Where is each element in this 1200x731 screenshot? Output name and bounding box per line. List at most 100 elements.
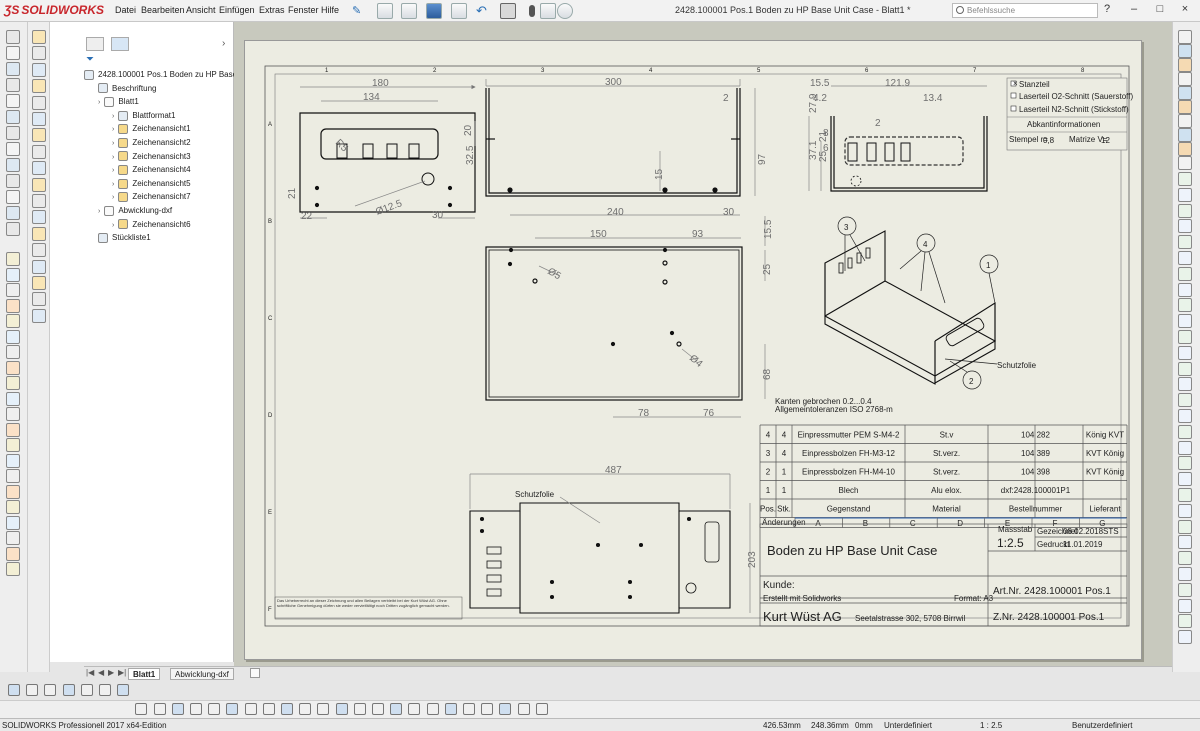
- dim-203[interactable]: 203: [747, 551, 758, 568]
- sketch-tool-7-icon[interactable]: [6, 126, 20, 140]
- view-tool-7-icon[interactable]: [117, 684, 130, 696]
- right-sketch-tool-16-icon[interactable]: [1178, 409, 1192, 423]
- expand-chevron-icon[interactable]: ›: [112, 140, 115, 147]
- view-tool-2-icon[interactable]: [32, 46, 46, 61]
- dim-21b[interactable]: 21: [818, 130, 829, 142]
- right-sketch-tool-15-icon[interactable]: [1178, 393, 1192, 408]
- tab-nav-next-icon[interactable]: ▶: [108, 668, 115, 677]
- view-tool-19-icon[interactable]: [335, 703, 348, 715]
- view-tool-21-icon[interactable]: [372, 703, 384, 715]
- annotation-tool-20-icon[interactable]: [6, 546, 20, 561]
- right-sketch-tool-24-icon[interactable]: [1178, 535, 1192, 550]
- view-tool-10-icon[interactable]: [171, 703, 184, 715]
- view-tool-16-icon[interactable]: [32, 276, 46, 290]
- right-sketch-tool-14-icon[interactable]: [1178, 377, 1192, 392]
- pin-icon[interactable]: ✎: [352, 5, 362, 17]
- tree-item[interactable]: ›Zeichenansicht6: [112, 219, 191, 231]
- view-tool-16-icon[interactable]: [281, 703, 293, 715]
- tree-item[interactable]: ›Blattformat1: [112, 110, 175, 122]
- sketch-tool-1-icon[interactable]: [6, 30, 20, 44]
- dim-dia-12-5[interactable]: Ø12.5: [374, 198, 404, 218]
- view-tool-11-icon[interactable]: [190, 703, 202, 715]
- tree-item[interactable]: ›Zeichenansicht1: [112, 123, 191, 135]
- dim-300[interactable]: 300: [605, 77, 622, 88]
- balloon-1[interactable]: 1: [986, 261, 991, 270]
- dim-30b[interactable]: 30: [723, 207, 735, 218]
- command-search-input[interactable]: Befehlssuche: [952, 3, 1098, 18]
- right-sketch-tool-19-icon[interactable]: [1178, 456, 1192, 471]
- expand-chevron-icon[interactable]: ›: [112, 153, 115, 161]
- dim-25b[interactable]: 25: [762, 263, 773, 275]
- right-sketch-tool-20-icon[interactable]: [1178, 472, 1192, 487]
- taskpane-tool-8-icon[interactable]: [1178, 128, 1192, 142]
- sketch-tool-10-icon[interactable]: [6, 174, 20, 188]
- maximize-button[interactable]: □: [1156, 3, 1164, 15]
- annotation-tool-4-icon[interactable]: [6, 298, 20, 313]
- annotation-tool-11-icon[interactable]: [6, 407, 20, 421]
- dim-180[interactable]: 180: [372, 78, 389, 89]
- sketch-tool-3-icon[interactable]: [6, 62, 20, 76]
- tree-item[interactable]: ›Zeichenansicht4: [112, 164, 191, 176]
- annotation-tool-5-icon[interactable]: [6, 314, 20, 328]
- menu-datei[interactable]: Datei: [115, 5, 137, 15]
- dim-121-9[interactable]: 121.9: [885, 78, 910, 89]
- annotation-tool-6-icon[interactable]: [6, 329, 20, 344]
- undo-icon[interactable]: ↶: [476, 3, 487, 18]
- annotation-tool-14-icon[interactable]: [6, 453, 20, 468]
- tree-item[interactable]: 2428.100001 Pos.1 Boden zu HP Base Uni: [84, 69, 251, 81]
- annotation-tool-16-icon[interactable]: [6, 484, 20, 499]
- annotation-tool-17-icon[interactable]: [6, 500, 20, 514]
- view-tool-12-icon[interactable]: [32, 210, 46, 225]
- help-icon[interactable]: ?: [1103, 3, 1111, 15]
- view-tool-22-icon[interactable]: [390, 703, 403, 715]
- annotation-tool-3-icon[interactable]: [6, 283, 20, 297]
- taskpane-tool-10-icon[interactable]: [1178, 156, 1192, 170]
- new-document-icon[interactable]: [377, 3, 393, 19]
- right-sketch-tool-30-icon[interactable]: [1178, 630, 1192, 645]
- tree-chevron-right-icon[interactable]: ›: [222, 38, 226, 49]
- taskpane-tool-9-icon[interactable]: [1178, 142, 1192, 156]
- view-tool-9-icon[interactable]: [32, 161, 46, 176]
- expand-chevron-icon[interactable]: ›: [98, 208, 101, 215]
- dim-2b[interactable]: 2: [875, 118, 881, 129]
- right-sketch-tool-28-icon[interactable]: [1178, 598, 1192, 613]
- view-tool-17-icon[interactable]: [32, 292, 46, 307]
- right-sketch-tool-7-icon[interactable]: [1178, 266, 1192, 281]
- view-tool-18-icon[interactable]: [317, 703, 330, 715]
- rebuild-icon[interactable]: [524, 3, 540, 19]
- tab-blatt1[interactable]: Blatt1: [128, 668, 161, 680]
- annotation-tool-12-icon[interactable]: [6, 422, 20, 437]
- taskpane-tool-7-icon[interactable]: [1178, 114, 1192, 128]
- view-plan[interactable]: [485, 246, 743, 401]
- view-side[interactable]: [485, 88, 741, 197]
- view-tool-23-icon[interactable]: [408, 703, 421, 715]
- view-tool-3-icon[interactable]: [32, 62, 46, 77]
- annotation-tool-13-icon[interactable]: [6, 438, 20, 452]
- view-tool-1-icon[interactable]: [32, 30, 46, 44]
- view-tool-26-icon[interactable]: [463, 703, 475, 715]
- view-tool-1-icon[interactable]: [8, 684, 20, 696]
- right-sketch-tool-22-icon[interactable]: [1178, 503, 1192, 518]
- expand-chevron-icon[interactable]: ›: [112, 194, 115, 202]
- menu-fenster[interactable]: Fenster: [288, 5, 319, 15]
- view-flat-pattern[interactable]: [469, 502, 731, 614]
- opt-laser-n2[interactable]: Laserteil N2-Schnitt (Stickstoff): [1019, 105, 1129, 114]
- menu-einfuegen[interactable]: Einfügen: [219, 5, 255, 15]
- tree-item[interactable]: Stückliste1: [98, 232, 151, 244]
- annotation-tool-18-icon[interactable]: [6, 515, 20, 530]
- view-tool-13-icon[interactable]: [32, 226, 46, 241]
- right-sketch-tool-21-icon[interactable]: [1178, 488, 1192, 502]
- tree-item[interactable]: ›Zeichenansicht7: [112, 191, 191, 203]
- dim-76[interactable]: 76: [703, 408, 715, 419]
- view-front[interactable]: [299, 112, 476, 213]
- expand-chevron-icon[interactable]: ›: [112, 126, 115, 134]
- dim-20[interactable]: 20: [463, 124, 474, 136]
- dim-30[interactable]: 30: [432, 210, 444, 221]
- view-tool-2-icon[interactable]: [26, 684, 39, 696]
- dim-240[interactable]: 240: [607, 207, 624, 218]
- sketch-tool-5-icon[interactable]: [6, 94, 20, 108]
- sketch-tool-13-icon[interactable]: [6, 222, 20, 236]
- right-sketch-tool-23-icon[interactable]: [1178, 519, 1192, 534]
- right-sketch-tool-6-icon[interactable]: [1178, 251, 1192, 265]
